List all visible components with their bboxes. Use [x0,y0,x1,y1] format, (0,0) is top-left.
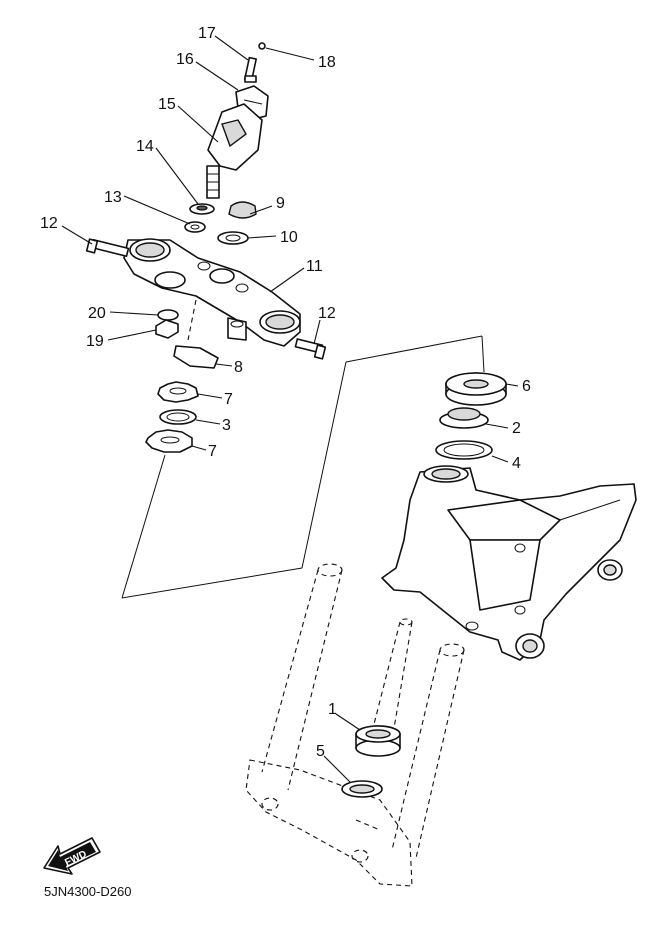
callout-7-upper: 7 [224,391,233,408]
fwd-arrow-icon: FWD [43,837,101,875]
stem-bearing-and-seal [341,725,401,798]
callout-3: 3 [222,417,231,434]
callout-labels: 17 16 18 15 14 13 9 10 12 11 12 20 19 8 … [40,25,531,760]
diagram-code: 5JN4300-D260 [44,884,131,899]
callout-5: 5 [316,743,325,760]
lower-bracket-and-tubes [245,563,465,887]
callout-13: 13 [104,189,122,206]
leader-lines [61,35,519,783]
callout-16: 16 [176,51,194,68]
frame-head [381,465,637,661]
washer-20 [157,309,179,321]
callout-17: 17 [198,25,216,42]
callout-15: 15 [158,96,176,113]
callout-6: 6 [522,378,531,395]
callout-20: 20 [88,305,106,322]
callout-18: 18 [318,54,336,71]
callout-2: 2 [512,420,521,437]
callout-12-left: 12 [40,215,58,232]
callout-8: 8 [234,359,243,376]
callout-10: 10 [280,229,298,246]
callout-14: 14 [136,138,154,155]
guide-line-right [481,335,485,373]
callout-4: 4 [512,455,521,472]
callout-9: 9 [276,195,285,212]
callout-12-right: 12 [318,305,336,322]
callout-19: 19 [86,333,104,350]
callout-11: 11 [306,258,323,275]
callout-1: 1 [328,701,337,718]
guide-line-bottom [121,567,303,599]
callout-7-lower: 7 [208,443,217,460]
handlebar-assembly [184,42,269,245]
guide-line-top [345,335,483,363]
guide-line-left [121,454,166,599]
bearing-parts [435,372,507,460]
guide-line-mid [301,361,347,569]
nut-19 [155,319,179,339]
steering-stack [145,299,219,453]
pinch-bolts [85,238,327,360]
upper-bracket [123,238,301,347]
